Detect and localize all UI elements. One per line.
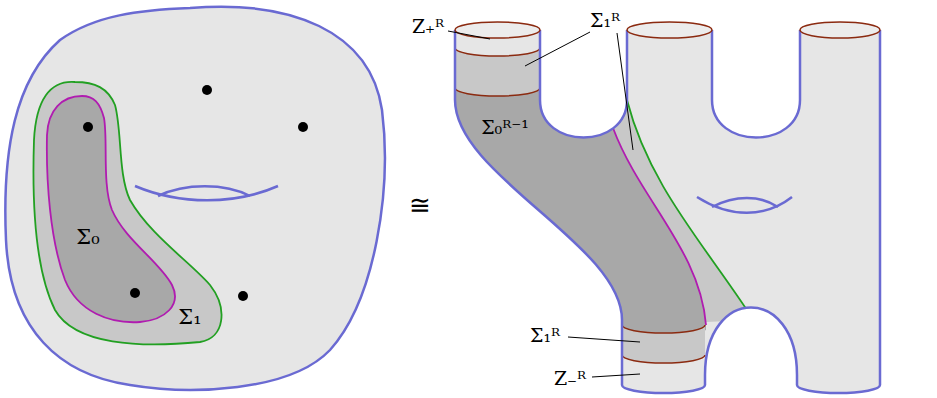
surface-outline <box>5 7 384 390</box>
top-boundary <box>455 22 540 38</box>
handle-lower <box>135 186 278 200</box>
boundary-label: Z₋ᴿ <box>554 368 586 389</box>
region-name: Σ₀ <box>76 226 99 249</box>
region-outline <box>47 96 175 322</box>
region-label: Σ₁ᴿ <box>590 10 620 31</box>
leader-line <box>617 33 633 150</box>
region-label: Σ₀ᴿ⁻¹ <box>481 117 529 138</box>
boundary-label: Z₊ᴿ <box>412 16 444 37</box>
puncture-dot <box>298 122 308 132</box>
region-shape <box>44 92 186 326</box>
handle-upper <box>712 198 778 207</box>
handle-upper <box>158 186 250 196</box>
region-sigma-zero: Σ₀ <box>44 92 186 326</box>
top-boundary <box>800 22 880 38</box>
leader-line <box>525 32 590 66</box>
puncture-dot <box>130 288 140 298</box>
cobordism-outline <box>455 30 880 393</box>
magenta-curve <box>613 128 706 325</box>
puncture-dot <box>202 85 212 95</box>
leader-line <box>568 337 640 342</box>
region-label: Σ₁ᴿ <box>530 325 560 346</box>
puncture-dot <box>238 291 248 301</box>
top-boundary <box>627 22 712 38</box>
collar-band-bottom <box>622 325 705 363</box>
brown-ring <box>622 325 705 333</box>
puncture-dot <box>83 122 93 132</box>
region-outline <box>33 82 221 345</box>
brown-ring <box>455 88 540 96</box>
brown-ring <box>622 355 705 363</box>
isomorphism-sign: ≅ <box>409 191 431 220</box>
region-sigma-one: Σ₀ Σ₁ <box>30 78 230 350</box>
cobordism-body <box>455 30 880 393</box>
handle-lower <box>697 197 792 213</box>
brown-ring <box>455 48 540 56</box>
leader-line <box>448 31 490 39</box>
leader-line <box>592 374 640 377</box>
collar-band-top <box>455 48 540 96</box>
region-name: Σ₁ <box>178 306 201 329</box>
